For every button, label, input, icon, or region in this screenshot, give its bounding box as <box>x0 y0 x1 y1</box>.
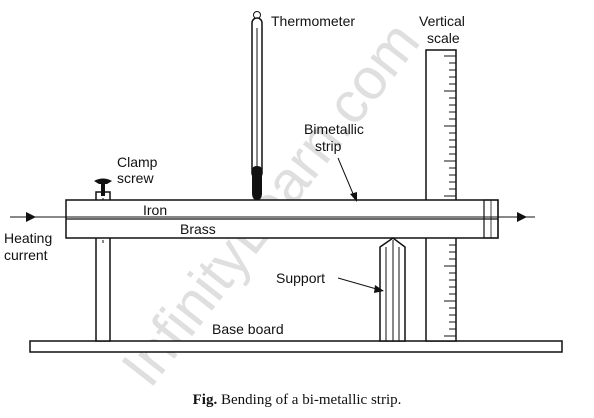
current-out-arrow <box>517 212 527 222</box>
thermometer-label: Thermometer <box>271 13 355 29</box>
support-label: Support <box>276 270 325 286</box>
support <box>379 237 406 342</box>
iron-label: Iron <box>143 202 167 218</box>
brass-label: Brass <box>180 221 216 237</box>
vertical-scale-label-line2: scale <box>427 30 460 46</box>
current-in-arrow <box>26 212 36 222</box>
base-board-label: Base board <box>212 321 284 337</box>
vertical-scale-label-line1: Vertical <box>419 13 465 29</box>
bimetallic-label-line1: Bimetallic <box>304 121 364 137</box>
base-board <box>29 340 563 353</box>
thermometer <box>251 11 263 200</box>
bimetallic-strip <box>65 199 499 239</box>
clamp-screw <box>94 178 112 196</box>
support-leader <box>337 277 384 293</box>
figure-caption: Fig. Bending of a bi-metallic strip. <box>0 392 594 409</box>
bimetallic-label-line2: strip <box>315 138 342 154</box>
caption-text: Bending of a bi-metallic strip. <box>220 392 402 408</box>
heating-label-line2: current <box>4 247 48 263</box>
vertical-scale <box>425 49 457 342</box>
current-line <box>10 212 535 222</box>
heating-label-line1: Heating <box>4 230 52 246</box>
bimetallic-leader <box>337 157 357 202</box>
clamp-label-line1: Clamp <box>117 154 158 170</box>
caption-prefix: Fig. <box>192 392 218 408</box>
clamp-label-line2: screw <box>117 170 154 186</box>
